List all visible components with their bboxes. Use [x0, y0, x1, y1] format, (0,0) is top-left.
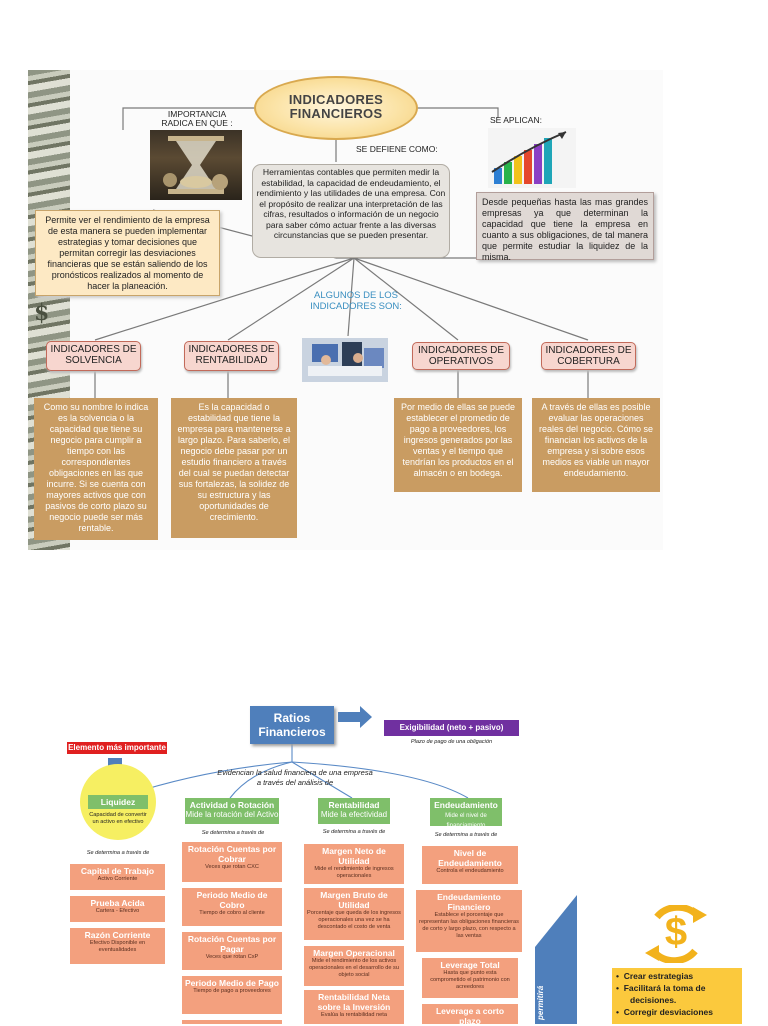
benefit-item: • Corregir desviaciones [616, 1007, 713, 1017]
application-box: Desde pequeñas hasta las mas grandes emp… [476, 192, 654, 262]
se-define-label: SE DEFIENE COMO: [356, 144, 438, 154]
resultado-banner [535, 895, 577, 1024]
indicadores-diagram: $ $ $ INDICADORES FINANCIEROS IMPORTANCI… [28, 70, 663, 550]
benefit-item: • Crear estrategias [616, 971, 694, 981]
evidencian-text-2: a través del análisis de [256, 778, 334, 787]
desc-rentabilidad: Es la capacidad o estabilidad que tiene … [171, 398, 297, 538]
se-determina-actividad: Se determina a través de [201, 830, 265, 836]
ratios-financieros-box: Ratios Financieros [250, 706, 334, 744]
actividad-item-partial [182, 1020, 282, 1024]
elemento-importante-label: Elemento más importante [67, 742, 167, 754]
se-aplican-label: SE APLICAN: [490, 115, 542, 125]
importance-box: Permite ver el rendimiento de la empresa… [35, 210, 220, 296]
importancia-label: IMPORTANCIA RADICA EN QUE : [161, 109, 233, 128]
dollar-cycle-icon: $ [637, 903, 715, 965]
category-rentabilidad: INDICADORES DE RENTABILIDAD [184, 341, 279, 371]
category-operativos: INDICADORES DE OPERATIVOS [412, 342, 510, 370]
algunos-label: ALGUNOS DE LOS INDICADORES SON: [310, 290, 402, 312]
benefit-item: • Facilitará la toma de [616, 983, 706, 993]
se-determina-endeudamiento: Se determina a través de [434, 832, 498, 838]
hourglass-image [150, 130, 242, 200]
title-oval: INDICADORES FINANCIEROS [254, 76, 418, 140]
dollar-sign: $ [664, 910, 688, 954]
business-people-image [302, 338, 388, 382]
definition-box: Herramientas contables que permiten medi… [252, 164, 450, 258]
desc-operativos: Por medio de ellas se puede establecer e… [394, 398, 522, 492]
bar-graph-image [488, 128, 576, 188]
benefit-item-cont: decisiones. [630, 995, 677, 1005]
se-determina-rentabilidad: Se determina a través de [322, 829, 386, 835]
liquidez-sub: Capacidad de convertir un activo en efec… [89, 812, 147, 825]
category-cobertura: INDICADORES DE COBERTURA [541, 342, 636, 370]
desc-solvencia: Como su nombre lo indica es la solvencia… [34, 398, 158, 540]
dollar-sign: $ [34, 300, 50, 326]
endeudamiento-item: Leverage a corto plazo [422, 1004, 518, 1026]
evidencian-text: Evidencian la salud financiera de una em… [217, 768, 373, 777]
se-determina-liquidez: Se determina a través de [86, 850, 150, 856]
liquidez-header: Liquidez [88, 795, 148, 809]
benefits-box: • Crear estrategias • Facilitará la toma… [612, 968, 742, 1024]
resultado-text: El resultado de este análisis permitirá [527, 912, 545, 1020]
exigibilidad-box: Exigibilidad (neto + pasivo) [384, 720, 519, 736]
exigibilidad-sub: Plazo de pago de una obligación [410, 739, 493, 745]
desc-cobertura: A través de ellas es posible evaluar las… [532, 398, 660, 492]
diagram-title: INDICADORES FINANCIEROS [288, 92, 384, 121]
category-solvencia: INDICADORES DE SOLVENCIA [46, 341, 141, 371]
